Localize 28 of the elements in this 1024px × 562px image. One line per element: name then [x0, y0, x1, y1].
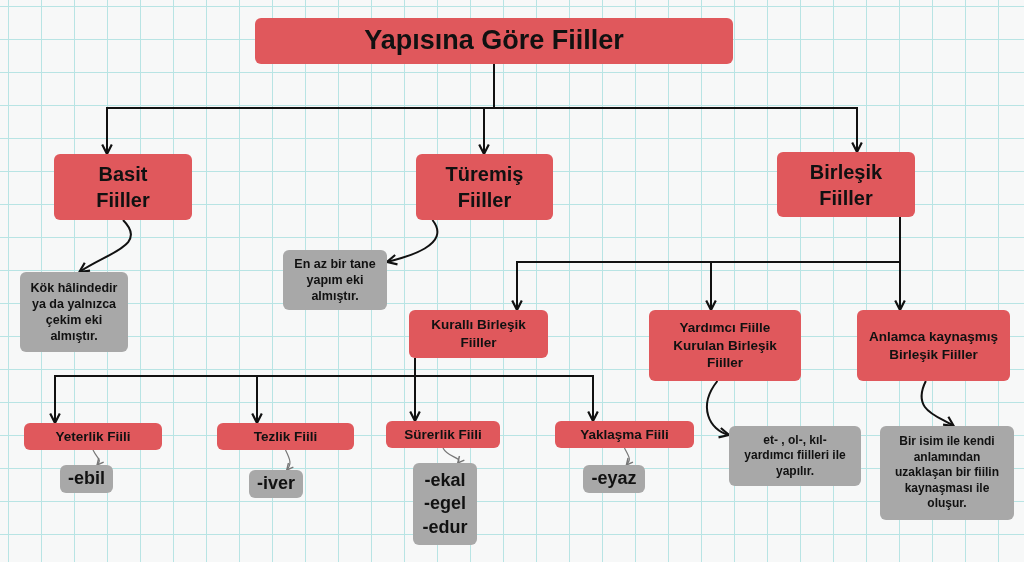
category-box: Kurallı Birleşik Fiiller	[409, 310, 548, 358]
arrow	[78, 219, 132, 274]
title-box: Yapısına Göre Fiiller	[255, 18, 733, 64]
category-box: Yaklaşma Fiili	[555, 421, 694, 448]
category-box: Sürerlik Fiili	[386, 421, 500, 448]
category-box: Tezlik Fiili	[217, 423, 354, 450]
category-box: Basit Fiiller	[54, 154, 192, 220]
arrow	[284, 449, 294, 471]
arrow	[414, 357, 599, 423]
note-box: Bir isim ile kendi anlamından uzaklaşan bir fiilin kaynaşması ile oluşur.	[880, 426, 1014, 520]
note-box: -iver	[249, 470, 303, 498]
note-box: -eyaz	[583, 465, 645, 493]
note-box: -ebil	[60, 465, 113, 493]
arrow	[385, 219, 439, 266]
category-box: Yeterlik Fiili	[24, 423, 162, 450]
category-box: Yardımcı Fiille Kurulan Birleşik Fiiller	[649, 310, 801, 381]
note-box: En az bir tane yapım eki almıştır.	[283, 250, 387, 310]
arrow	[442, 447, 465, 464]
arrow	[894, 216, 906, 312]
category-box: Anlamca kaynaşmış Birleşik Fiiller	[857, 310, 1010, 381]
arrow	[623, 447, 634, 466]
arrow	[92, 449, 105, 466]
arrow	[706, 380, 731, 438]
note-box: -ekal -egel -edur	[413, 463, 477, 545]
category-box: Birleşik Fiiller	[777, 152, 915, 217]
note-box: et- , ol-, kıl- yardımcı fiilleri ile yapılır.	[729, 426, 861, 486]
category-box: Türemiş Fiiller	[416, 154, 553, 220]
note-box: Kök hâlindedir ya da yalnızca çekim eki almıştır.	[20, 272, 128, 352]
